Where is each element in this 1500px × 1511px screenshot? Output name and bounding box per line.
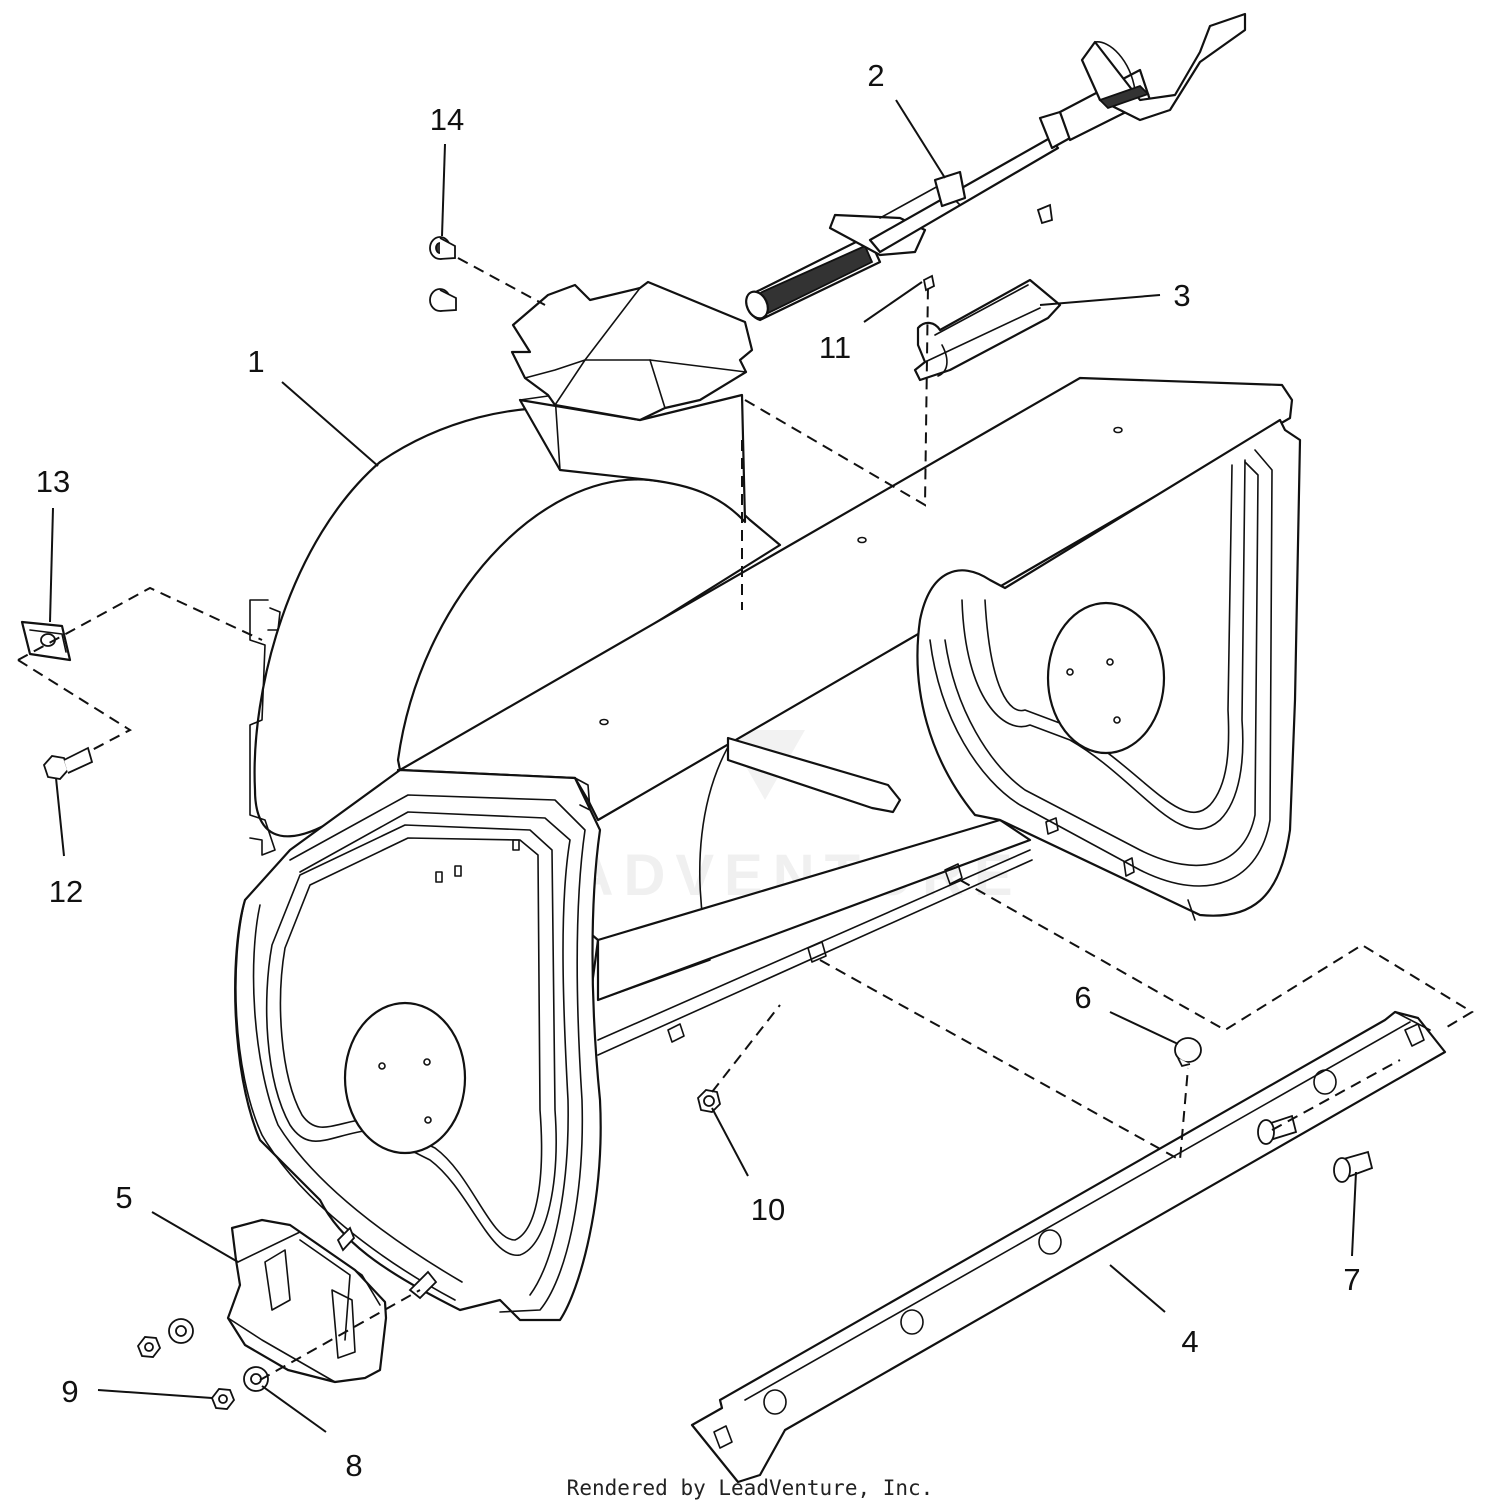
callout-13: 13: [36, 464, 70, 499]
callout-4: 4: [1181, 1324, 1198, 1359]
part-2-chute-crank-rod: [745, 12, 1247, 322]
part-7-carriage-bolt: [1257, 1114, 1374, 1183]
part-14-bushing: [429, 236, 457, 312]
part-1-auger-housing: [234, 280, 1302, 1322]
part-12-hex-bolt: [42, 746, 94, 780]
part-13-clip-nut: [20, 620, 72, 662]
part-8-flat-washer: [168, 1318, 269, 1392]
callout-12: 12: [49, 874, 83, 909]
callout-7: 7: [1343, 1262, 1360, 1297]
callout-9: 9: [61, 1374, 78, 1409]
callout-8: 8: [345, 1448, 362, 1483]
callout-3: 3: [1173, 278, 1190, 313]
part-10-flange-nut: [697, 1089, 721, 1113]
callout-1: 1: [247, 344, 264, 379]
part-9-hex-nut: [136, 1336, 236, 1410]
render-credit: Rendered by LeadVenture, Inc.: [566, 1476, 934, 1500]
callout-5: 5: [115, 1180, 132, 1215]
assembly-lines: [17, 257, 1474, 1381]
callout-leaders: [49, 99, 1357, 1433]
part-5-skid-shoe: [226, 1218, 388, 1384]
callout-labels: 1 2 3 4 5 6 7 8 9 10 11 12 13 14: [36, 58, 1361, 1483]
part-6-carriage-bolt: [1174, 1037, 1202, 1068]
callout-10: 10: [751, 1192, 785, 1227]
part-11-pin: [922, 203, 1053, 292]
part-4-shave-plate: [690, 1010, 1447, 1484]
callout-11: 11: [819, 330, 851, 365]
part-3-chute-bracket: [913, 278, 1062, 382]
callout-14: 14: [430, 102, 464, 137]
callout-2: 2: [867, 58, 884, 93]
callout-6: 6: [1074, 980, 1091, 1015]
